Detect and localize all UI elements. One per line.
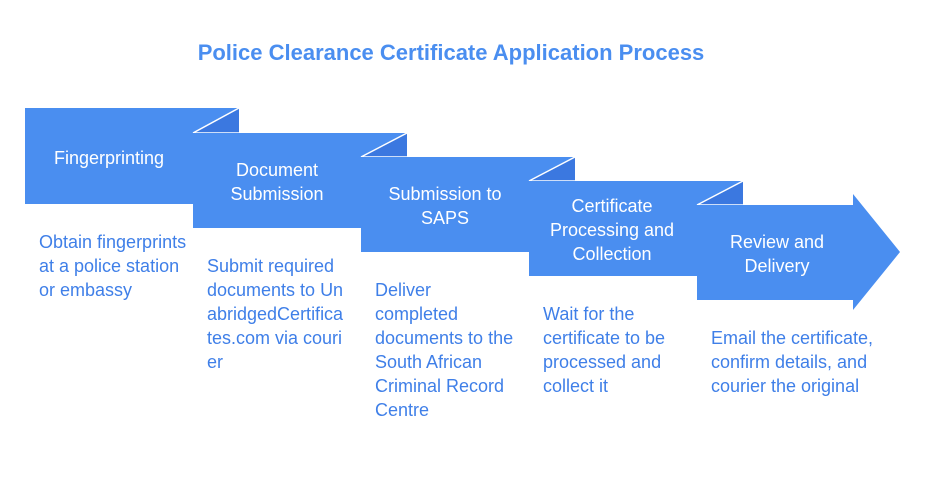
step-4-label: Certificate Processing and Collection: [549, 196, 675, 264]
step-3-description: Deliver completed documents to the South…: [375, 280, 514, 420]
diagram-title: Police Clearance Certificate Application…: [197, 40, 705, 65]
step-1-label: Fingerprinting: [53, 148, 165, 168]
step-5-label: Review and Delivery: [729, 232, 825, 276]
step-1-shape: [25, 107, 240, 204]
step-5-description: Email the certificate, confirm details, …: [711, 328, 874, 396]
step-4-description: Wait for the certificate to be processed…: [543, 304, 666, 396]
step-2-label: Document Submission: [230, 160, 324, 204]
step-5-arrow-shape: [697, 194, 900, 310]
step-2-description: Submit required documents to UnabridgedC…: [207, 256, 344, 372]
step-1-description: Obtain fingerprints at a police station …: [39, 232, 187, 300]
step-3-label: Submission to SAPS: [388, 184, 502, 228]
